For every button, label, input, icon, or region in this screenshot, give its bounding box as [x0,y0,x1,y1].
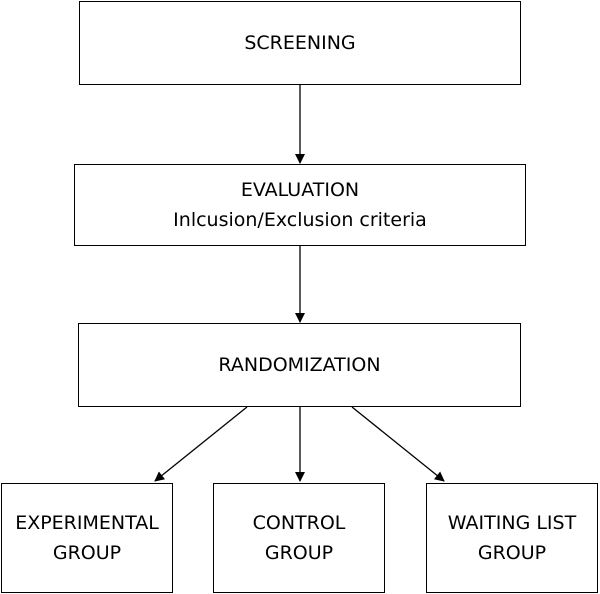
node-experimental-label-line1: EXPERIMENTAL [15,512,159,534]
arrow-randomization-to-experimental [154,406,248,482]
node-evaluation-label: EVALUATION [240,179,360,201]
node-evaluation: EVALUATION Inlcusion/Exclusion criteria [74,164,526,246]
node-screening-label: SCREENING [244,32,356,54]
arrow-randomization-to-waiting [351,406,445,482]
node-control-label-line1: CONTROL [252,512,346,534]
node-evaluation-sublabel: Inlcusion/Exclusion criteria [173,209,427,231]
node-control-label-line2: GROUP [264,542,334,564]
node-control-group: CONTROL GROUP [213,483,385,593]
node-waiting-list-group: WAITING LIST GROUP [426,483,598,593]
node-experimental-group: EXPERIMENTAL GROUP [1,483,173,593]
node-experimental-label-line2: GROUP [52,542,122,564]
node-randomization: RANDOMIZATION [78,323,521,407]
node-waiting-label-line2: GROUP [477,542,547,564]
node-randomization-label: RANDOMIZATION [218,354,381,376]
node-screening: SCREENING [79,1,521,85]
node-waiting-label-line1: WAITING LIST [447,512,577,534]
